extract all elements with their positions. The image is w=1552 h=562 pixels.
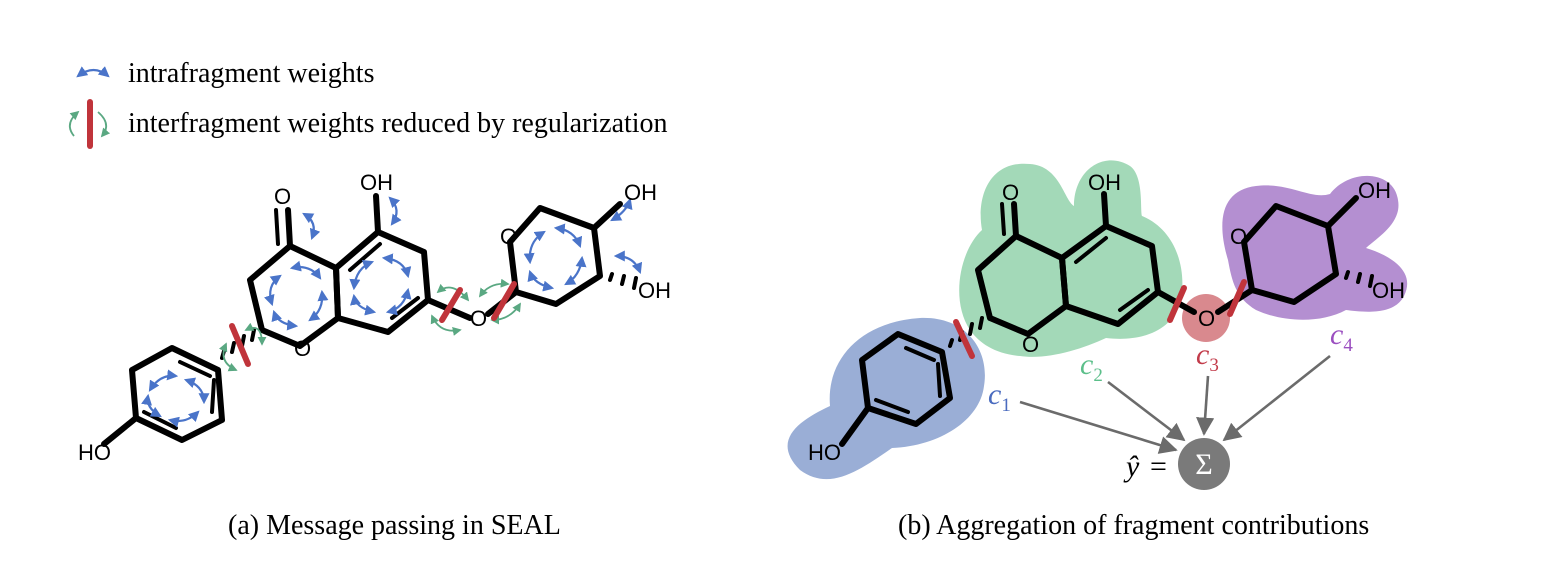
intra-arrow-icon [76,66,110,78]
panel-a-caption: (a) Message passing in SEAL [228,510,561,541]
atom-label: O [1230,224,1247,249]
sum-symbol: Σ [1195,448,1212,481]
legend-intra-label: intrafragment weights [128,58,374,89]
panel-a-molecule: O OH O O O OH OH HO [78,170,671,465]
contribution-c3: c3 [1196,338,1219,376]
atom-label: OH [1372,278,1405,303]
output-symbol: ŷ [1123,450,1140,483]
legend-inter-label: interfragment weights reduced by regular… [128,108,668,139]
atom-label: OH [624,180,657,205]
atom-label: O [500,224,517,249]
legend: intrafragment weights interfragment weig… [68,58,668,149]
aggregation-arrows [1019,354,1331,454]
contribution-c2: c2 [1080,348,1103,386]
atom-label: O [274,184,291,209]
intra-arrows [141,196,643,428]
panel-b-caption: (b) Aggregation of fragment contribution… [898,510,1369,541]
atom-label: HO [808,440,841,465]
atom-label: OH [638,278,671,303]
atom-label: O [1198,306,1215,331]
inter-cuts [218,278,521,372]
contribution-labels: c1 c2 c3 c4 [988,318,1353,416]
panel-b-molecule: O OH O O O OH OH HO [787,160,1408,480]
equals-sign: = [1150,450,1167,483]
atom-label: HO [78,440,111,465]
fragment-phenol [787,317,985,480]
atom-label: O [470,306,487,331]
contribution-c4: c4 [1330,318,1353,356]
fragment-linker [1182,294,1230,342]
atom-label: O [1022,332,1039,357]
sum-node: Σ [1178,438,1230,490]
atom-label: OH [360,170,393,195]
atom-label: OH [1088,170,1121,195]
contribution-c1: c1 [988,378,1011,416]
atom-label: O [1002,180,1019,205]
inter-cut-icon [68,99,111,149]
atom-label: OH [1358,178,1391,203]
atom-label: O [294,336,311,361]
